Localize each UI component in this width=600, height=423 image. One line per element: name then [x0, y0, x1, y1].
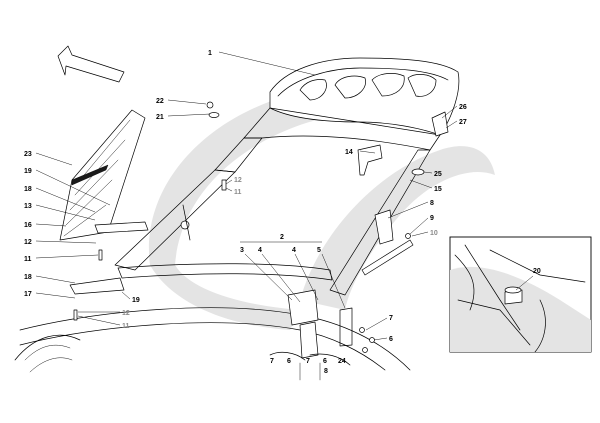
latch-assembly: [269, 289, 375, 381]
callout-26: 26: [459, 104, 467, 111]
callout-1: 1: [208, 50, 212, 57]
inset-detail-box: [449, 236, 592, 353]
callout-2: 2: [280, 234, 284, 241]
callout-16: 16: [24, 222, 32, 229]
callout-11c: 11: [122, 323, 130, 330]
callout-10: 10: [430, 230, 438, 237]
callout-8b: 8: [324, 368, 328, 375]
callout-27: 27: [459, 119, 467, 126]
callout-21: 21: [156, 114, 164, 121]
callout-12c: 12: [122, 310, 130, 317]
callout-3: 3: [240, 247, 244, 254]
callout-19a: 19: [24, 168, 32, 175]
callout-labels: 1 2 3 4 4 5 6 6 6 7 7 7 8 8 9 10 11 11 1…: [24, 50, 541, 375]
callout-12a: 12: [234, 177, 242, 184]
callout-6c: 6: [389, 336, 393, 343]
callout-19b: 19: [132, 297, 140, 304]
hinge-assembly-left: [69, 101, 227, 321]
callout-15: 15: [434, 186, 442, 193]
engine-lid: [114, 57, 460, 296]
callout-5: 5: [317, 247, 321, 254]
callout-9: 9: [430, 215, 434, 222]
callout-7b: 7: [306, 358, 310, 365]
callout-4a: 4: [258, 247, 262, 254]
leader-lines: [35, 51, 534, 341]
callout-25: 25: [434, 171, 442, 178]
callout-14: 14: [345, 149, 353, 156]
background-shadow: [148, 86, 495, 330]
callout-23: 23: [24, 151, 32, 158]
callout-18a: 18: [24, 186, 32, 193]
callout-20: 20: [533, 268, 541, 275]
callout-7c: 7: [389, 315, 393, 322]
callout-11b: 11: [24, 256, 32, 263]
callout-4b: 4: [292, 247, 296, 254]
callout-24: 24: [338, 358, 346, 365]
front-direction-arrow-icon: [57, 45, 125, 83]
hinge-assembly-right: [357, 111, 449, 276]
callout-7a: 7: [270, 358, 274, 365]
callout-11a: 11: [234, 189, 242, 196]
callout-18b: 18: [24, 274, 32, 281]
side-glass-panel: [59, 109, 146, 241]
callout-8a: 8: [430, 200, 434, 207]
callout-6a: 6: [287, 358, 291, 365]
callout-22: 22: [156, 98, 164, 105]
callout-12b: 12: [24, 239, 32, 246]
callout-6b: 6: [323, 358, 327, 365]
callout-13: 13: [24, 203, 32, 210]
callout-17: 17: [24, 291, 32, 298]
